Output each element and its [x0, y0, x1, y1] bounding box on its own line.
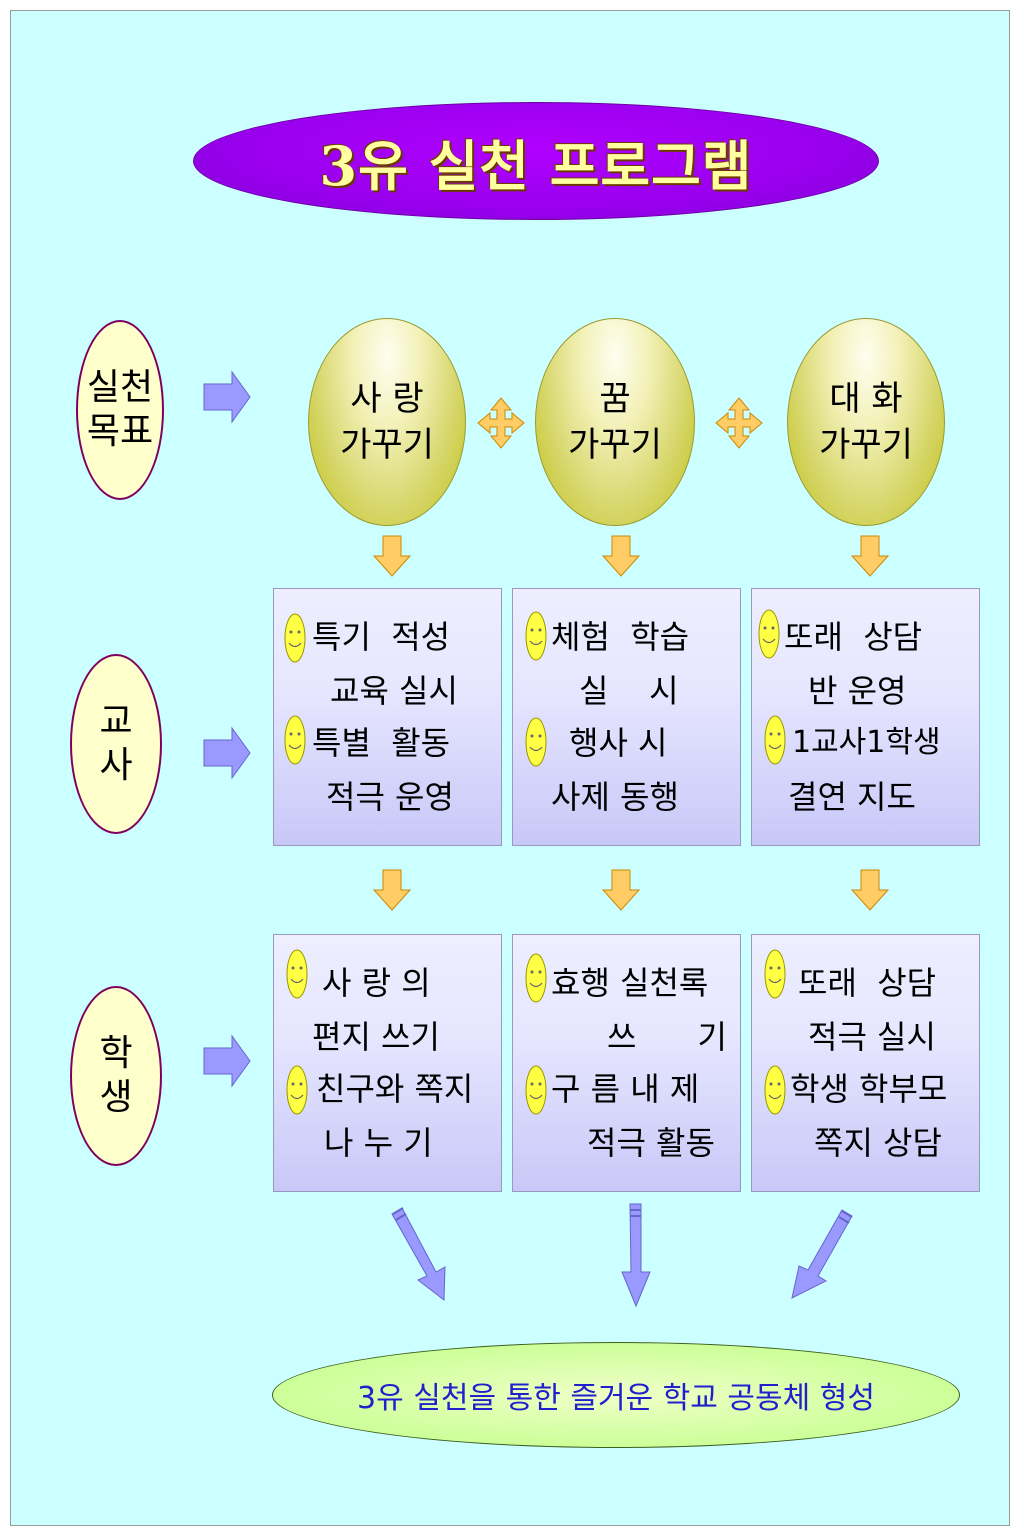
student-box-1-line1: 사 랑 의: [322, 964, 431, 1002]
student-box-1-line4: 나 누 기: [324, 1124, 433, 1162]
student-box-1-line3: 친구와 쪽지: [316, 1070, 474, 1108]
student-box-1-line2: 편지 쓰기: [312, 1018, 440, 1056]
teacher-box-3: 또래 상담 반 운영 1교사1학생 결연 지도: [751, 588, 980, 846]
goal-love: 사 랑 가꾸기: [308, 318, 466, 526]
smiley-face-icon: [525, 953, 547, 1003]
arrow-down-icon: [601, 869, 641, 911]
arrow-down-icon: [850, 535, 890, 577]
teacher-box-3-line4: 결연 지도: [788, 778, 916, 816]
arrow-down-icon: [601, 535, 641, 577]
goal-conversation-line2: 가꾸기: [819, 425, 913, 465]
row-label-teacher-line1: 교: [99, 701, 133, 742]
teacher-box-2-line1: 체험 학습: [551, 618, 690, 656]
smiley-face-icon: [764, 949, 786, 999]
row-label-student-line1: 학: [99, 1033, 133, 1074]
student-box-2-line1: 효행 실천록: [551, 964, 709, 1002]
result-text: 3유 실천을 통한 즐거운 학교 공동체 형성: [357, 1381, 875, 1416]
student-box-2-line2: 쓰 기: [607, 1018, 727, 1056]
goal-love-line1: 사 랑: [350, 379, 424, 419]
student-box-3-line4: 쪽지 상담: [814, 1124, 942, 1162]
row-label-student-line2: 생: [99, 1077, 133, 1118]
row-label-teacher: 교 사: [70, 654, 162, 834]
smiley-face-icon: [758, 609, 780, 659]
goal-dream-line1: 꿈: [599, 379, 631, 419]
result-oval: 3유 실천을 통한 즐거운 학교 공동체 형성: [272, 1342, 960, 1448]
goal-love-line2: 가꾸기: [340, 425, 434, 465]
student-box-3-line2: 적극 실시: [808, 1018, 936, 1056]
smiley-face-icon: [286, 949, 308, 999]
four-way-arrow-icon: [477, 397, 525, 449]
smiley-face-icon: [764, 1065, 786, 1115]
teacher-box-2: 체험 학습 실 시 행사 시 사제 동행: [512, 588, 741, 846]
teacher-box-2-line4: 사제 동행: [551, 778, 679, 816]
row-label-student: 학 생: [70, 986, 162, 1166]
teacher-box-1: 특기 적성 교육 실시 특별 활동 적극 운영: [273, 588, 502, 846]
goal-dream: 꿈 가꾸기: [535, 318, 695, 526]
teacher-box-3-line2: 반 운영: [808, 672, 907, 710]
goal-dream-line2: 가꾸기: [568, 425, 662, 465]
teacher-box-3-line1: 또래 상담: [784, 618, 923, 656]
student-box-3: 또래 상담 적극 실시 학생 학부모 쪽지 상담: [751, 934, 980, 1192]
four-way-arrow-icon: [715, 397, 763, 449]
student-box-3-line1: 또래 상담: [798, 964, 937, 1002]
smiley-face-icon: [525, 1065, 547, 1115]
title: 3유 실천 프로그램: [319, 133, 753, 198]
teacher-box-1-line4: 적극 운영: [326, 778, 454, 816]
student-box-3-line3: 학생 학부모: [790, 1070, 948, 1108]
arrow-down-icon: [850, 869, 890, 911]
goal-conversation: 대 화 가꾸기: [787, 318, 945, 526]
student-box-1: 사 랑 의 편지 쓰기 친구와 쪽지 나 누 기: [273, 934, 502, 1192]
block-arrow-right-icon: [203, 1034, 251, 1088]
teacher-box-1-line2: 교육 실시: [330, 672, 458, 710]
block-arrow-right-icon: [203, 726, 251, 780]
smiley-face-icon: [284, 715, 306, 765]
row-label-goal-line2: 목표: [86, 411, 154, 452]
title-oval: 3유 실천 프로그램: [193, 102, 879, 220]
row-label-goal: 실천 목표: [76, 320, 164, 500]
arrow-down-icon: [372, 869, 412, 911]
goal-conversation-line1: 대 화: [829, 379, 903, 419]
smiley-face-icon: [284, 613, 306, 663]
teacher-box-3-line3: 1교사1학생: [792, 725, 941, 760]
teacher-box-1-line1: 특기 적성: [312, 618, 451, 656]
smiley-face-icon: [525, 717, 547, 767]
student-box-2-line3: 구 름 내 제: [551, 1070, 700, 1108]
row-label-goal-line1: 실천: [86, 367, 154, 408]
block-arrow-right-icon: [203, 370, 251, 424]
smiley-face-icon: [525, 611, 547, 661]
arrow-down-icon: [372, 535, 412, 577]
smiley-face-icon: [764, 715, 786, 765]
teacher-box-1-line3: 특별 활동: [312, 724, 451, 762]
teacher-box-2-line2: 실 시: [579, 672, 679, 710]
student-box-2-line4: 적극 활동: [587, 1124, 715, 1162]
row-label-teacher-line2: 사: [99, 745, 133, 786]
teacher-box-2-line3: 행사 시: [569, 724, 668, 762]
student-box-2: 효행 실천록 쓰 기 구 름 내 제 적극 활동: [512, 934, 741, 1192]
smiley-face-icon: [286, 1065, 308, 1115]
